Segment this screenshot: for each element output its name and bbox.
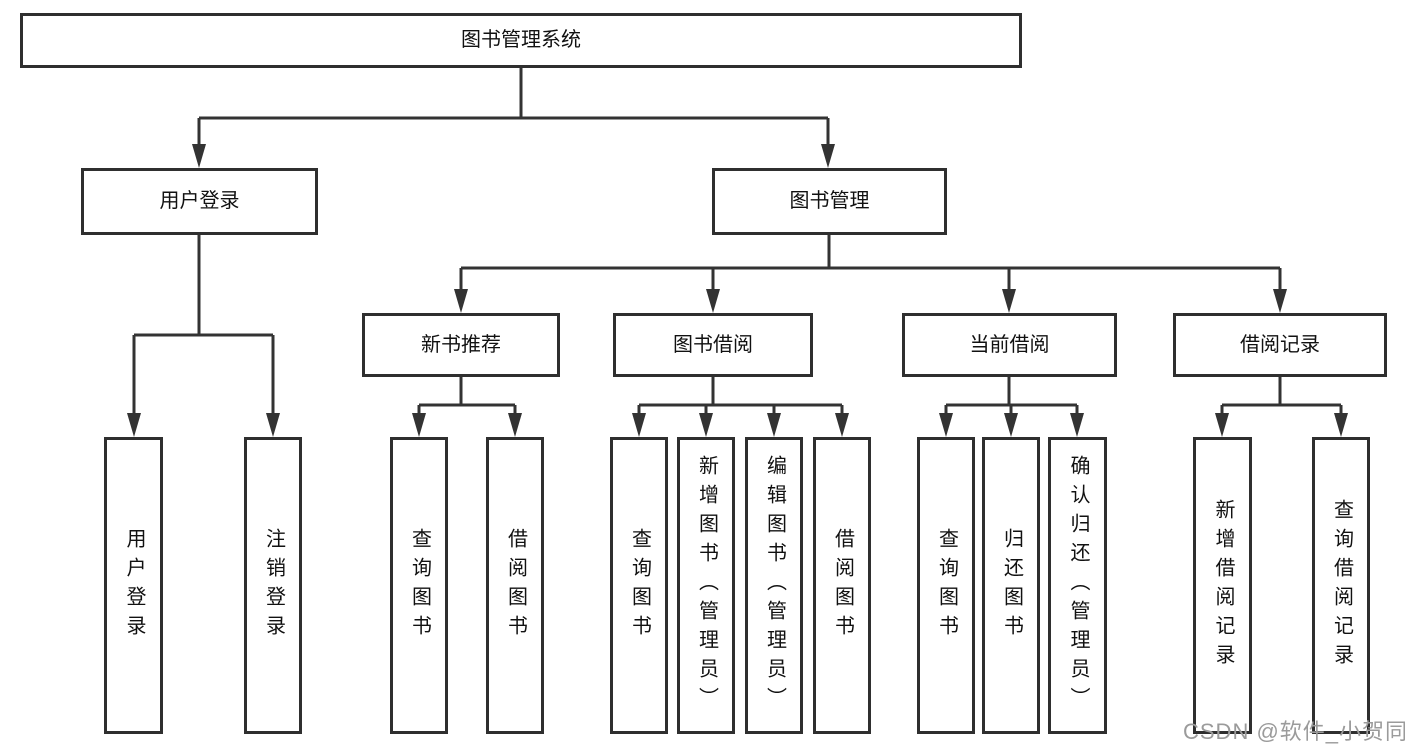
node-borrow-records: 借阅记录 [1173,313,1387,377]
leaf-user-login: 用户登录 [104,437,163,734]
connector-current-borrow-children [939,377,1084,437]
leaf-edit-book-admin: 编辑图书（管理员） [745,437,803,734]
node-root: 图书管理系统 [20,13,1022,68]
node-book-borrow: 图书借阅 [613,313,813,377]
node-current-borrow: 当前借阅 [902,313,1117,377]
leaf-borrow-books-recommend: 借阅图书 [486,437,544,734]
csdn-watermark: CSDN @软件_小贺同学 [1183,719,1405,744]
leaf-add-borrow-record: 新增借阅记录 [1193,437,1252,734]
connector-user-login-children [127,235,280,437]
node-user-login: 用户登录 [81,168,318,235]
connector-new-book-recommend-children [412,377,522,437]
connector-root-to-level2 [192,68,835,168]
node-new-book-recommend: 新书推荐 [362,313,560,377]
leaf-query-books-current: 查询图书 [917,437,975,734]
leaf-query-books-recommend: 查询图书 [390,437,448,734]
leaf-logout: 注销登录 [244,437,302,734]
connector-borrow-records-children [1215,377,1348,437]
leaf-confirm-return-admin: 确认归还（管理员） [1048,437,1107,734]
connector-book-borrow-children [632,377,849,437]
connector-book-management-to-level3 [454,235,1287,313]
leaf-query-books-borrow: 查询图书 [610,437,668,734]
leaf-query-borrow-record: 查询借阅记录 [1312,437,1370,734]
node-book-management: 图书管理 [712,168,947,235]
leaf-borrow-books: 借阅图书 [813,437,871,734]
leaf-return-book: 归还图书 [982,437,1040,734]
leaf-add-book-admin: 新增图书（管理员） [677,437,735,734]
